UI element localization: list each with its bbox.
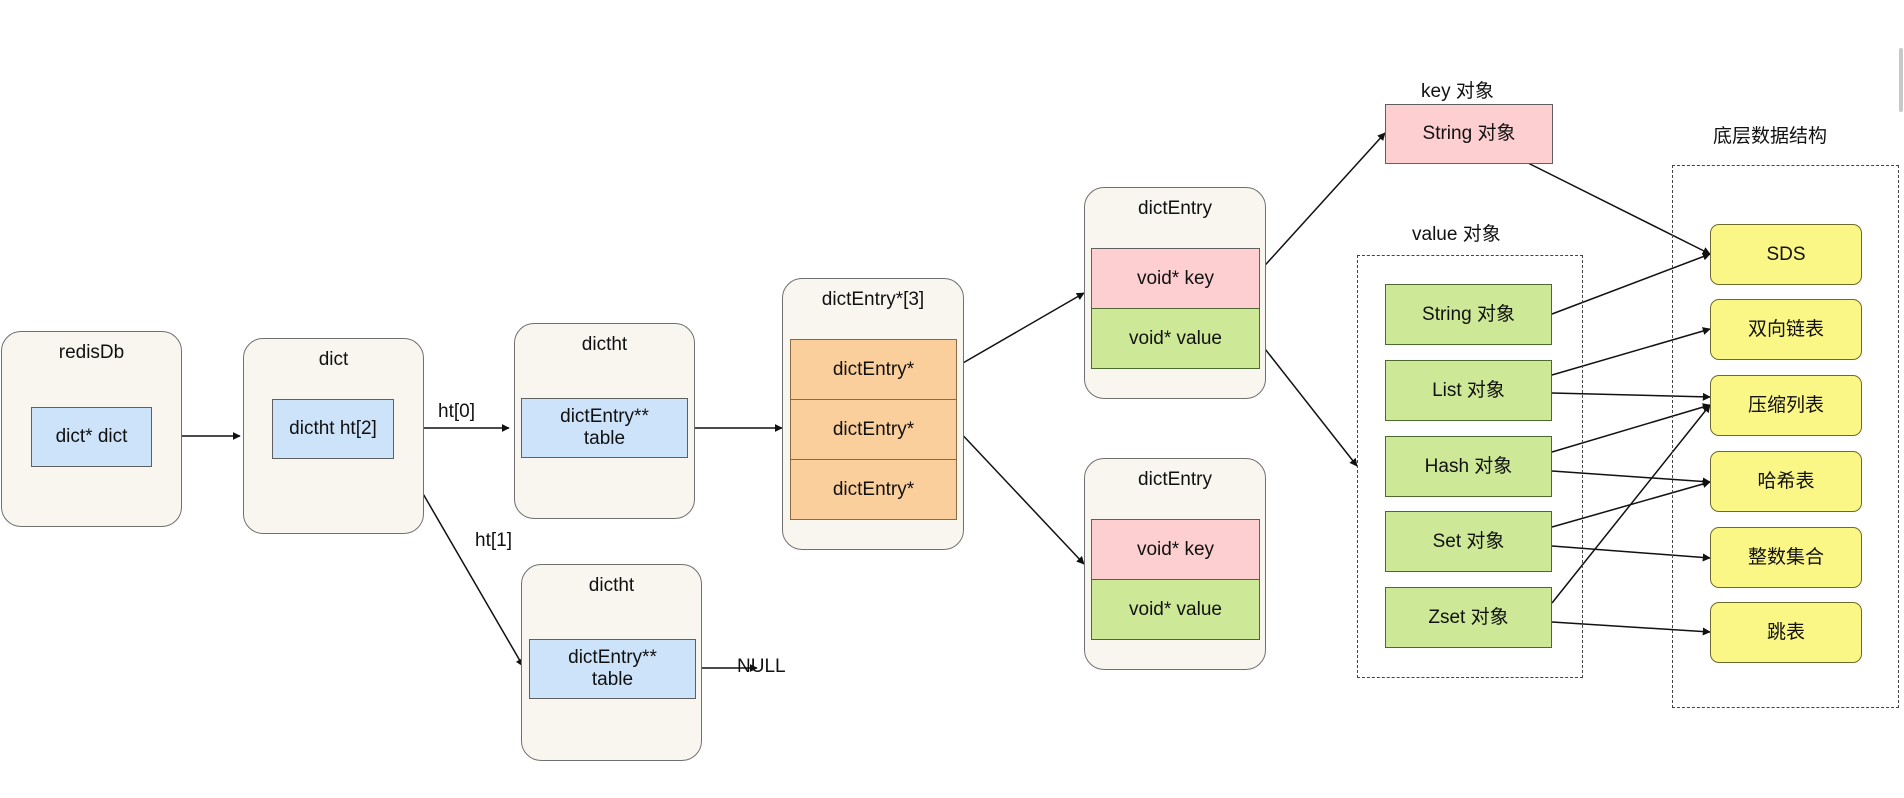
- dictht1-table-field: dictEntry** table: [529, 639, 696, 699]
- value-zset-object: Zset 对象: [1385, 587, 1552, 648]
- arrow-zset-to-ziplist: [1551, 404, 1711, 604]
- key-object-title: key 对象: [1421, 81, 1494, 102]
- value-list-object: List 对象: [1385, 360, 1552, 421]
- dictht1-table-line2: table: [591, 669, 634, 690]
- entry-array-container: dictEntry*[3] dictEntry* dictEntry* dict…: [782, 278, 964, 550]
- redisdb-container: redisDb dict* dict: [1, 331, 182, 527]
- value-hash-object: Hash 对象: [1385, 436, 1552, 497]
- value-object-title: value 对象: [1412, 224, 1501, 245]
- underlying-group: [1672, 165, 1899, 708]
- entry-array-item: dictEntry*: [790, 399, 957, 460]
- arrow-value-to-value-objects: [1257, 339, 1358, 467]
- value-string-object: String 对象: [1385, 284, 1552, 345]
- sds-structure: SDS: [1710, 224, 1862, 285]
- dictentry-top-title: dictEntry: [1138, 198, 1212, 219]
- entry-array-title: dictEntry*[3]: [821, 289, 925, 310]
- arrow-hash-to-hashtable: [1551, 470, 1711, 486]
- dictentry-bottom-value: void* value: [1091, 579, 1260, 640]
- dictht1-title: dictht: [588, 575, 635, 596]
- intset-structure: 整数集合: [1710, 527, 1862, 588]
- dict-pointer-field: dict* dict: [31, 407, 152, 467]
- dictht1-container: dictht dictEntry** table: [521, 564, 702, 761]
- dictht0-table-field: dictEntry** table: [521, 398, 688, 458]
- entry-array-item: dictEntry*: [790, 339, 957, 400]
- arrow-string-to-sds: [1551, 252, 1711, 315]
- dictentry-bottom-key: void* key: [1091, 519, 1260, 580]
- hashtable-structure: 哈希表: [1710, 451, 1862, 512]
- dictht1-table-line1: dictEntry**: [568, 647, 657, 669]
- dictht-array-field: dictht ht[2]: [272, 399, 394, 459]
- underlying-title: 底层数据结构: [1713, 126, 1828, 147]
- key-string-object: String 对象: [1385, 104, 1553, 164]
- dictentry-top-container: dictEntry void* key void* value: [1084, 187, 1266, 399]
- arrow-hash-to-ziplist: [1551, 403, 1711, 453]
- arrow-list-to-linkedlist: [1551, 327, 1711, 376]
- scrollbar-edge[interactable]: [1899, 48, 1903, 112]
- ziplist-structure: 压缩列表: [1710, 375, 1862, 436]
- arrow-list-to-ziplist: [1551, 392, 1711, 401]
- dictentry-top-key: void* key: [1091, 248, 1260, 309]
- arrow-entry0-to-dictentry-top: [955, 292, 1085, 368]
- skiplist-structure: 跳表: [1710, 602, 1862, 663]
- redisdb-title: redisDb: [58, 342, 125, 363]
- value-set-object: Set 对象: [1385, 511, 1552, 572]
- ht0-label: ht[0]: [438, 401, 475, 422]
- arrow-zset-to-skiplist: [1551, 621, 1711, 636]
- ht1-label: ht[1]: [475, 530, 512, 551]
- dictht0-container: dictht dictEntry** table: [514, 323, 695, 519]
- arrow-set-to-intset: [1551, 545, 1711, 562]
- arrow-entry1-to-dictentry-bottom: [955, 427, 1085, 565]
- arrow-key-string-to-sds: [1527, 162, 1711, 255]
- null-label: NULL: [737, 656, 786, 677]
- arrow-key-to-key-object: [1257, 132, 1386, 274]
- value-object-group: [1357, 255, 1583, 678]
- dictentry-bottom-title: dictEntry: [1138, 469, 1212, 490]
- dictht0-title: dictht: [581, 334, 628, 355]
- dictentry-bottom-container: dictEntry void* key void* value: [1084, 458, 1266, 670]
- entry-array-item: dictEntry*: [790, 459, 957, 520]
- dict-container: dict dictht ht[2]: [243, 338, 424, 534]
- linkedlist-structure: 双向链表: [1710, 299, 1862, 360]
- dict-title: dict: [318, 349, 349, 370]
- dictentry-top-value: void* value: [1091, 308, 1260, 369]
- dictht0-table-line2: table: [583, 428, 626, 449]
- dictht0-table-line1: dictEntry**: [560, 406, 649, 428]
